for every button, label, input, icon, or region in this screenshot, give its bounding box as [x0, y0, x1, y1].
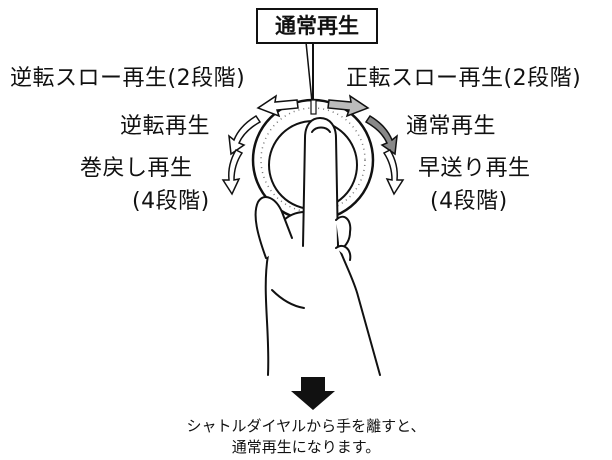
caption-line-1: シャトルダイヤルから手を離すと、 — [186, 417, 426, 435]
curved-arrow-icon-right — [327, 94, 405, 196]
hand-icon — [254, 117, 381, 376]
reverse-label: 逆転再生 — [120, 114, 211, 139]
forward-normal-label: 通常再生 — [406, 114, 497, 139]
slow-forward-label: 正転スロー再生(2段階) — [346, 66, 582, 91]
caption-line-2: 通常再生になります。 — [231, 438, 381, 456]
slow-reverse-label: 逆転スロー再生(2段階) — [10, 66, 246, 91]
fast-forward-steps-label: (4段階) — [430, 189, 508, 214]
rewind-label: 巻戻し再生 — [80, 156, 193, 181]
top-normal-playback-label: 通常再生 — [256, 8, 378, 44]
rewind-steps-label: (4段階) — [132, 189, 210, 214]
fast-forward-label: 早送り再生 — [418, 156, 531, 181]
curved-arrow-icon — [221, 94, 299, 196]
down-arrow-icon — [291, 377, 335, 410]
